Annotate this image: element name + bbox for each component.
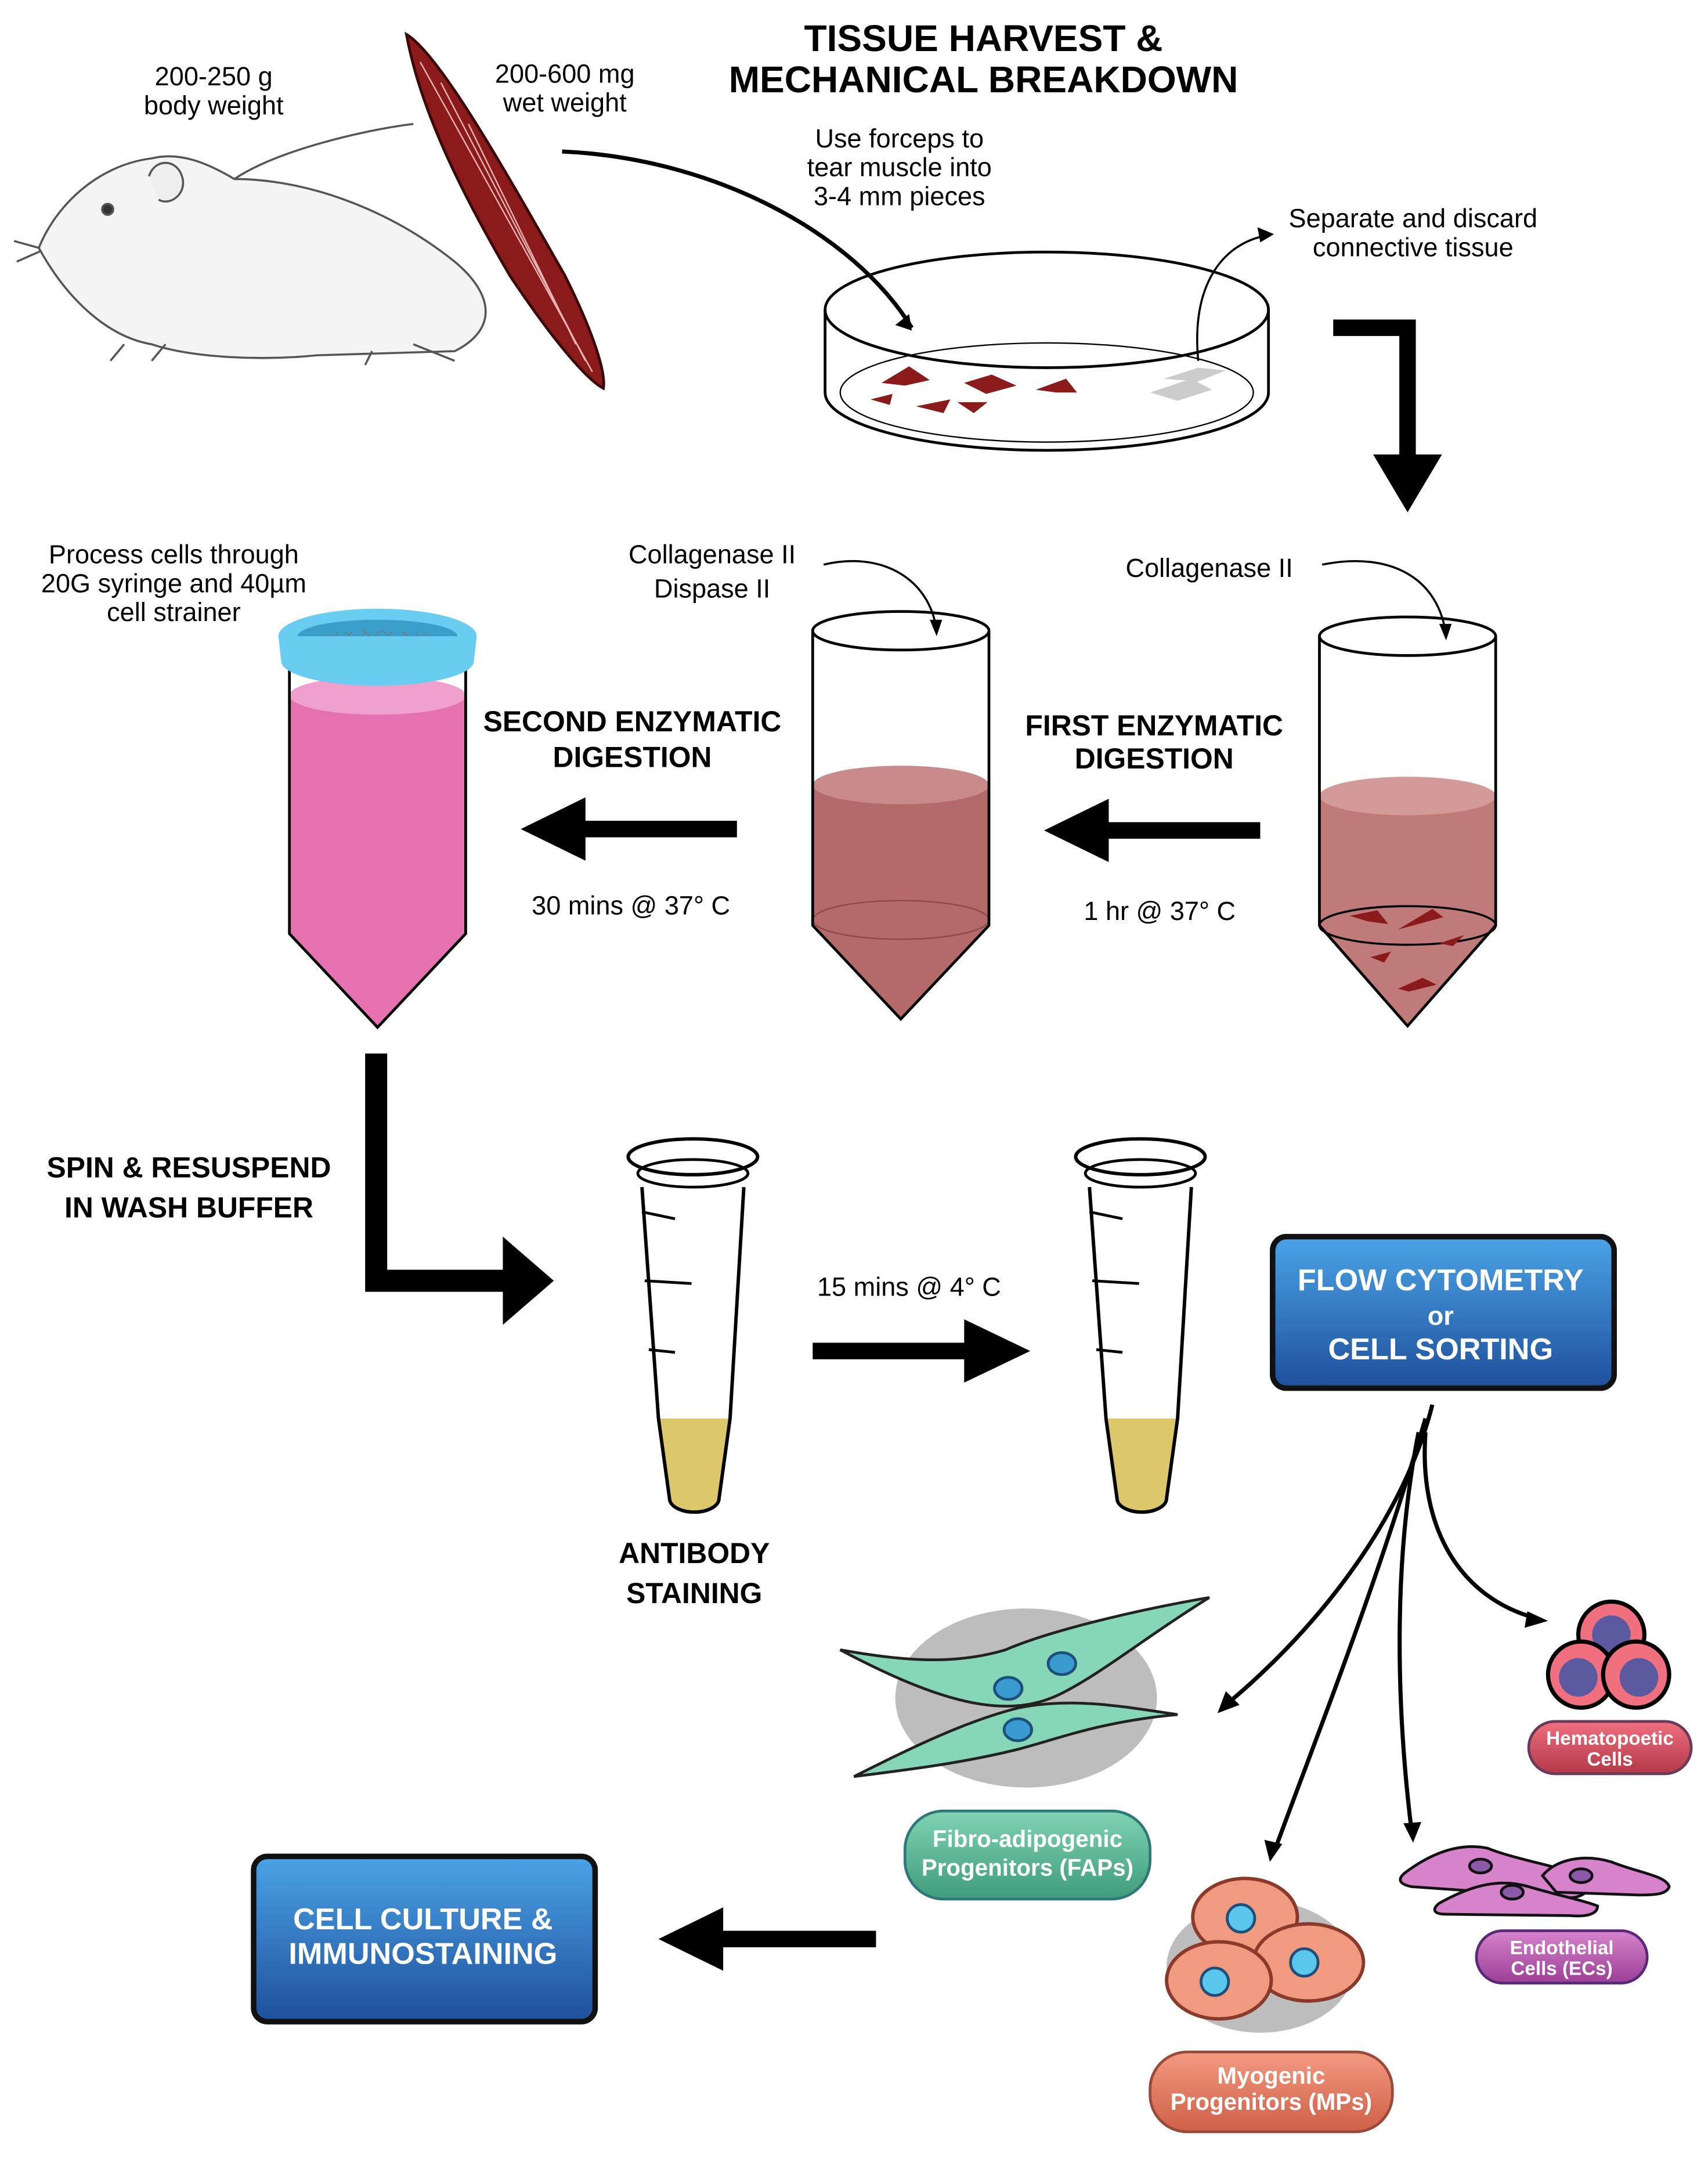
- first-digestion-time: 1 hr @ 37° C: [1084, 896, 1236, 926]
- staining-tube-1: [626, 1137, 760, 1514]
- rat-illustration: [13, 122, 487, 366]
- filtered-cells-tube: [278, 608, 477, 1030]
- first-digestion-tube: [1318, 615, 1497, 1029]
- endothelial-cells-illustration: [1399, 1845, 1671, 1918]
- arrow-to-cell-culture: [658, 1907, 876, 1971]
- muscle-pieces: [870, 366, 1077, 413]
- hematopoetic-cells-illustration: [1545, 1599, 1671, 1710]
- svg-text:CELL CULTURE &IMMUNOSTAINING: CELL CULTURE &IMMUNOSTAINING: [288, 1903, 557, 1971]
- second-digestion-time: 30 mins @ 37° C: [532, 890, 730, 920]
- myogenic-cells-illustration: [1165, 1876, 1366, 2033]
- arrow-staining: [813, 1319, 1031, 1383]
- muscle-illustration: [405, 31, 605, 391]
- second-digestion-tube: [811, 610, 991, 1022]
- arrow-to-dish: [562, 149, 914, 329]
- sorting-arrows: [1224, 1404, 1536, 1853]
- fap-cells-illustration: [839, 1596, 1210, 1788]
- staining-tube-2: [1074, 1137, 1207, 1514]
- title: TISSUE HARVEST &MECHANICAL BREAKDOWN: [729, 17, 1238, 100]
- arrow-second-to-strainer: [521, 797, 737, 861]
- first-enzyme-label: Collagenase II: [1126, 553, 1293, 583]
- arrow-down-to-first-digestion: [1333, 319, 1442, 513]
- arrow-first-to-second: [1043, 799, 1261, 863]
- staining-time: 15 mins @ 4° C: [817, 1272, 1001, 1302]
- sorting-arrowheads: [1217, 1611, 1548, 1862]
- connective-tissue: [1150, 367, 1226, 401]
- arrow-spin-to-staining: [365, 1053, 554, 1325]
- cell-culture-box: CELL CULTURE &IMMUNOSTAINING: [251, 1853, 598, 2025]
- petri-dish: [824, 250, 1270, 452]
- cell-strainer: [278, 608, 477, 686]
- arrow-discard: [1196, 236, 1261, 361]
